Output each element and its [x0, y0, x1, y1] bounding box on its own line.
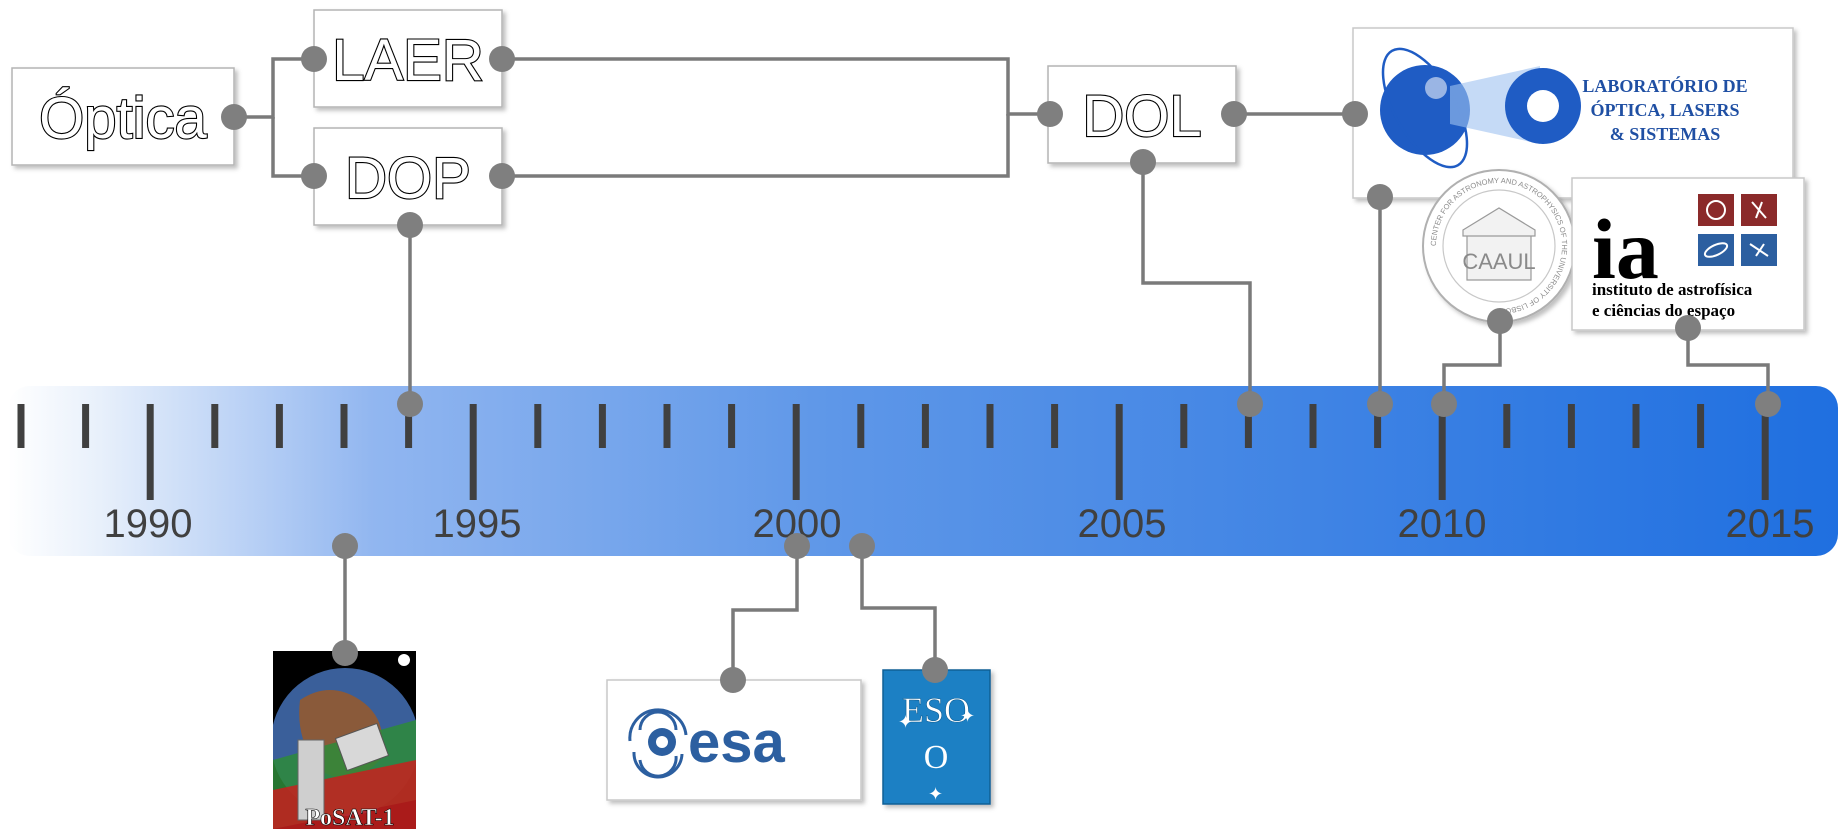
- unit-dop: [313, 127, 503, 226]
- connector-dot: [1130, 149, 1156, 175]
- lols-line2: ÓPTICA, LASERS: [1590, 99, 1739, 120]
- ia-logo: ia instituto de astrofísica e ciências d…: [1571, 177, 1805, 331]
- connector-dot: [784, 533, 810, 559]
- connector-dot: [1367, 391, 1393, 417]
- year-label-2010: 2010: [1398, 502, 1487, 546]
- posat-logo: PoSAT-1: [273, 651, 416, 829]
- year-label-1990: 1990: [104, 502, 193, 546]
- esa-globe-icon: [628, 708, 688, 779]
- ia-planet-icon: [1698, 234, 1734, 266]
- connectors: [234, 57, 1770, 680]
- connector-dot: [1221, 101, 1247, 127]
- posat-label: PoSAT-1: [305, 805, 394, 829]
- connector-dot: [1367, 184, 1393, 210]
- eso-label: ESO: [902, 690, 970, 730]
- connector-dot: [1342, 101, 1368, 127]
- svg-text:✦: ✦: [960, 706, 975, 726]
- ia-galaxy-icon: [1698, 194, 1734, 226]
- connector-dot: [332, 533, 358, 559]
- year-label-2015: 2015: [1726, 502, 1815, 546]
- esa-logo: esa: [606, 679, 862, 801]
- esa-label: esa: [688, 710, 786, 775]
- connector-dot: [397, 391, 423, 417]
- unit-optica: [11, 67, 235, 166]
- unit-dop-label: DOP: [345, 146, 471, 211]
- ia-line2: e ciências do espaço: [1592, 301, 1735, 320]
- connector-dot: [1675, 315, 1701, 341]
- connector-dot: [849, 533, 875, 559]
- connector-dot: [922, 657, 948, 683]
- connector-dot: [221, 104, 247, 130]
- connector-dot: [720, 667, 746, 693]
- unit-laer: [313, 9, 503, 108]
- caaul-logo: CAAUL CENTER FOR ASTRONOMY AND ASTROPHYS…: [1422, 169, 1576, 323]
- connector-dot: [1431, 391, 1457, 417]
- connector-dot: [1755, 391, 1781, 417]
- year-label-2005: 2005: [1078, 502, 1167, 546]
- connector-dot: [489, 46, 515, 72]
- eso-logo: ESO O ✦ ✦ ✦: [882, 669, 991, 805]
- connector-dots: [221, 46, 1781, 693]
- connector-dot: [1037, 101, 1063, 127]
- ia-line1: instituto de astrofísica: [1592, 280, 1753, 299]
- caaul-label: CAAUL: [1462, 249, 1535, 274]
- svg-text:✦: ✦: [928, 784, 943, 804]
- unit-laer-label: LAER: [332, 28, 484, 93]
- lols-line1: LABORATÓRIO DE: [1582, 75, 1747, 96]
- connector-dot: [301, 46, 327, 72]
- lols-logo: LABORATÓRIO DE ÓPTICA, LASERS & SISTEMAS: [1352, 27, 1794, 199]
- unit-optica-label: Óptica: [39, 86, 207, 151]
- connector-dot: [1237, 391, 1263, 417]
- unit-dol: [1047, 65, 1237, 164]
- svg-text:O: O: [924, 739, 949, 776]
- year-label-1995: 1995: [433, 502, 522, 546]
- connector-dot: [489, 163, 515, 189]
- observatory-icon: [1462, 207, 1536, 281]
- connector-dot: [301, 163, 327, 189]
- connector-dot: [1487, 308, 1513, 334]
- satellite-icon: [334, 722, 390, 772]
- connector-dot: [397, 212, 423, 238]
- connector-dot: [332, 640, 358, 666]
- star-icon: ✦: [898, 712, 913, 732]
- ia-mark: ia: [1592, 201, 1659, 297]
- unit-dol-label: DOL: [1082, 84, 1201, 149]
- lols-line3: & SISTEMAS: [1610, 124, 1721, 144]
